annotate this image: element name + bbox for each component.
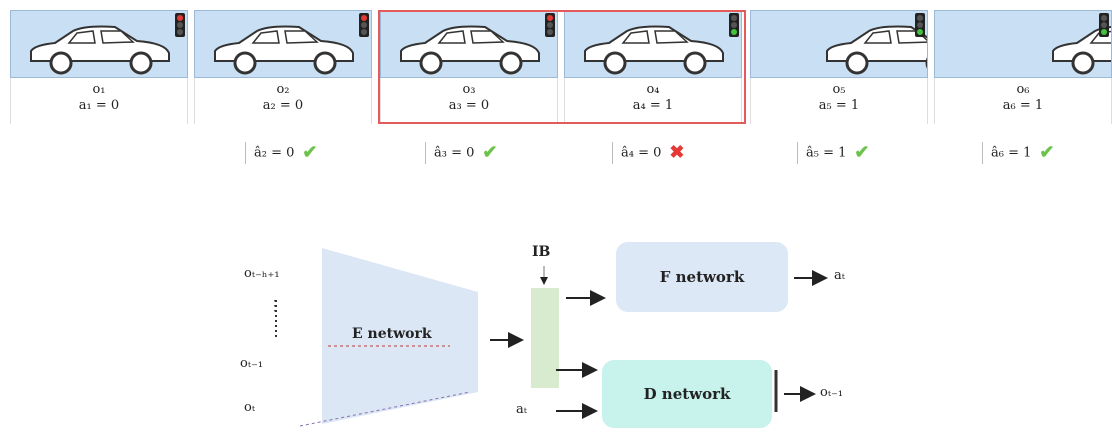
observation-label: o₁ (92, 82, 106, 97)
frame-1 (10, 10, 188, 78)
frame-label-1: o₁ a₁ = 0 (10, 78, 188, 124)
action-label: a₂ = 0 (262, 98, 304, 113)
check-icon: ✔ (854, 142, 870, 163)
car-icon (1052, 26, 1111, 75)
prediction-label: â₄ = 0 (621, 145, 662, 161)
d-network-label: D network (643, 385, 731, 403)
check-icon: ✔ (482, 142, 498, 163)
f-network-box: F network (616, 242, 788, 312)
f-output-label: aₜ (834, 268, 845, 283)
input-bottom-label: oₜ (244, 400, 256, 415)
check-icon: ✔ (1039, 142, 1055, 163)
car-icon (214, 25, 354, 75)
observation-label: o₄ (646, 82, 660, 97)
d-output-label: oₜ₋₁ (820, 385, 844, 400)
prediction-3: â₃ = 0 ✔ (425, 142, 497, 164)
ib-bar (531, 288, 559, 388)
prediction-label: â₆ = 1 (991, 145, 1032, 161)
traffic-light-icon (545, 13, 555, 37)
encoder-trapezoid (322, 248, 478, 424)
action-label: a₁ = 0 (78, 98, 120, 113)
check-icon: ✔ (302, 142, 318, 163)
frame-label-2: o₂ a₂ = 0 (194, 78, 372, 124)
car-icon (400, 25, 540, 75)
frame-5 (750, 10, 928, 78)
frame-4 (564, 10, 742, 78)
car-icon (584, 25, 724, 75)
observation-label: o₆ (1016, 82, 1030, 97)
action-label: a₆ = 1 (1002, 98, 1044, 113)
traffic-light-icon (175, 13, 185, 37)
action-label: a₅ = 1 (818, 98, 860, 113)
prediction-2: â₂ = 0 ✔ (245, 142, 317, 164)
prediction-4: â₄ = 0 ✖ (612, 142, 684, 164)
prediction-label: â₃ = 0 (434, 145, 475, 161)
observation-label: o₃ (462, 82, 476, 97)
action-label: a₃ = 0 (448, 98, 490, 113)
ellipsis-label: ⋮ (268, 298, 282, 314)
prediction-label: â₅ = 1 (806, 145, 847, 161)
f-network-label: F network (659, 268, 745, 286)
action-label: a₄ = 1 (632, 98, 674, 113)
frame-6 (934, 10, 1112, 78)
highlight-window (378, 10, 746, 124)
prediction-label: â₂ = 0 (254, 145, 295, 161)
cross-icon: ✖ (669, 142, 685, 163)
frame-label-3: o₃ a₃ = 0 (380, 78, 558, 124)
observation-label: o₅ (832, 82, 846, 97)
frame-label-5: o₅ a₅ = 1 (750, 78, 928, 124)
traffic-light-icon (915, 13, 925, 37)
traffic-light-icon (729, 13, 739, 37)
frame-label-6: o₆ a₆ = 1 (934, 78, 1112, 124)
frame-3 (380, 10, 558, 78)
ib-label: IB (532, 244, 551, 260)
frame-2 (194, 10, 372, 78)
d-input-label: aₜ (516, 402, 527, 417)
traffic-light-icon (1099, 13, 1109, 37)
input-top-label: oₜ₋ₕ₊₁ (244, 266, 280, 281)
car-icon (826, 25, 927, 75)
traffic-light-icon (359, 13, 369, 37)
prediction-5: â₅ = 1 ✔ (797, 142, 869, 164)
input-mid-label: oₜ₋₁ (240, 356, 264, 371)
d-network-box: D network (602, 360, 772, 428)
frame-label-4: o₄ a₄ = 1 (564, 78, 742, 124)
prediction-6: â₆ = 1 ✔ (982, 142, 1054, 164)
car-icon (30, 25, 170, 75)
observation-label: o₂ (276, 82, 290, 97)
encoder-label: E network (352, 326, 432, 342)
